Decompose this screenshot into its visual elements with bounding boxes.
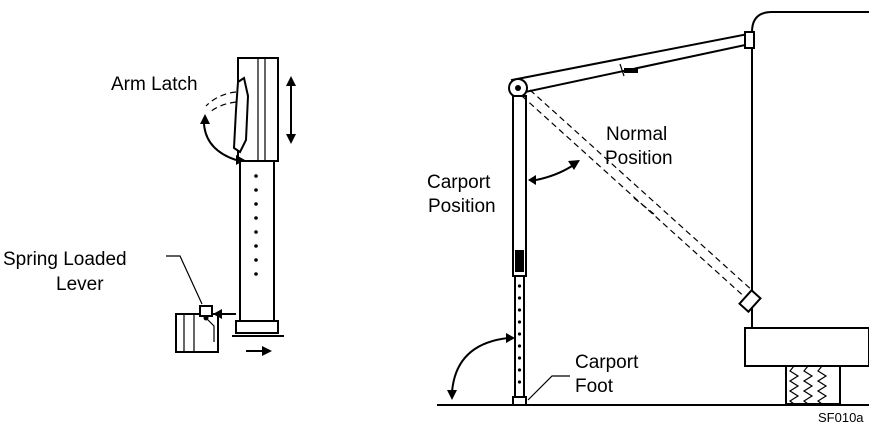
lower-arm-tube [239,160,275,322]
arm-foot-pad [235,320,279,334]
lever-leader-line [166,255,203,305]
arm-latch-handle [232,76,250,154]
normal-position-label: Position [605,148,673,169]
figure-code: SF010a [818,410,864,425]
rv-wall [751,11,869,329]
lever-label: Lever [56,274,104,295]
adjustment-holes [254,174,258,276]
carport-foot-part [512,396,527,406]
normal-position-arm [521,89,762,314]
foot-label: Foot [575,376,614,397]
rafter-arm [510,32,752,96]
rv-tire [785,365,841,405]
foot-swing-arrow [451,337,509,393]
arm-latch-label: Arm Latch [111,74,198,95]
carport-label: Carport [427,172,491,193]
spring-loaded-lever-part [175,305,219,353]
spring-loaded-label: Spring Loaded [3,249,127,270]
carport-foot-label: Carport [575,352,639,373]
carport-lower-leg [514,275,525,399]
position-swing-arrow [535,165,573,181]
arm-latch-detail [166,57,296,356]
awning-assembly [437,11,869,406]
normal-label: Normal [606,124,667,145]
foot-leader-line [527,375,570,401]
latch-rotation-arrow [203,123,237,161]
carport-leg-holes [517,284,522,384]
carport-upper-leg [512,95,527,277]
carport-position-label: Position [428,196,496,217]
rv-frame [744,327,869,367]
